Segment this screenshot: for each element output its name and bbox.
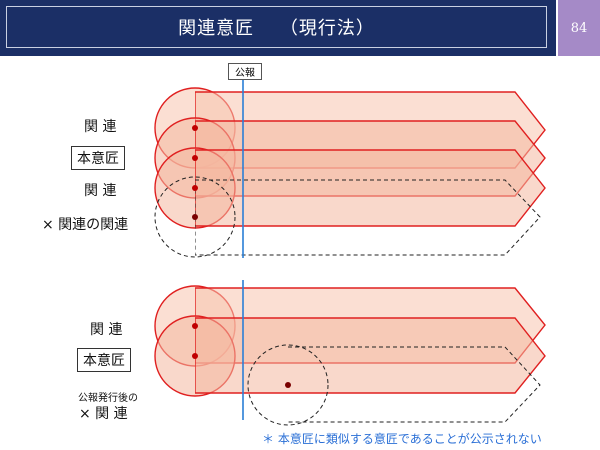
upper-group-shapes [154, 87, 546, 258]
design-dot [285, 382, 291, 388]
label-related: 関 連 [90, 322, 123, 338]
scope-shape-related-2 [154, 147, 546, 229]
page-number: 84 [570, 20, 588, 36]
scope-shape-principal-lower [154, 315, 546, 397]
title-bar: 関連意匠 （現行法） [0, 0, 556, 56]
label-after-publication: 公報発行後の [78, 393, 138, 404]
lower-group-shapes [154, 285, 546, 426]
title-frame: 関連意匠 （現行法） [6, 6, 547, 48]
label-principal-design: 本意匠 [71, 146, 125, 170]
design-dot [192, 323, 198, 329]
label-related: 関 連 [84, 119, 117, 135]
label-related: 関 連 [84, 183, 117, 199]
design-dot [192, 125, 198, 131]
scope-shape-related-of-related [154, 176, 541, 258]
label-related-of-related: × 関連の関連 [42, 217, 129, 233]
label-related-rejected: × 関 連 [79, 406, 128, 422]
design-dot [192, 353, 198, 359]
footnote: ＊ 本意匠に類似する意匠であることが公示されない [262, 432, 542, 446]
scope-shape-related-after-publication [247, 344, 541, 426]
design-dot [192, 155, 198, 161]
design-dot [192, 185, 198, 191]
publication-marker: 公報 [228, 63, 262, 80]
page-number-box: 84 [557, 0, 600, 56]
label-principal-design: 本意匠 [77, 348, 131, 372]
slide-title: 関連意匠 （現行法） [178, 18, 375, 39]
design-dot [192, 214, 198, 220]
